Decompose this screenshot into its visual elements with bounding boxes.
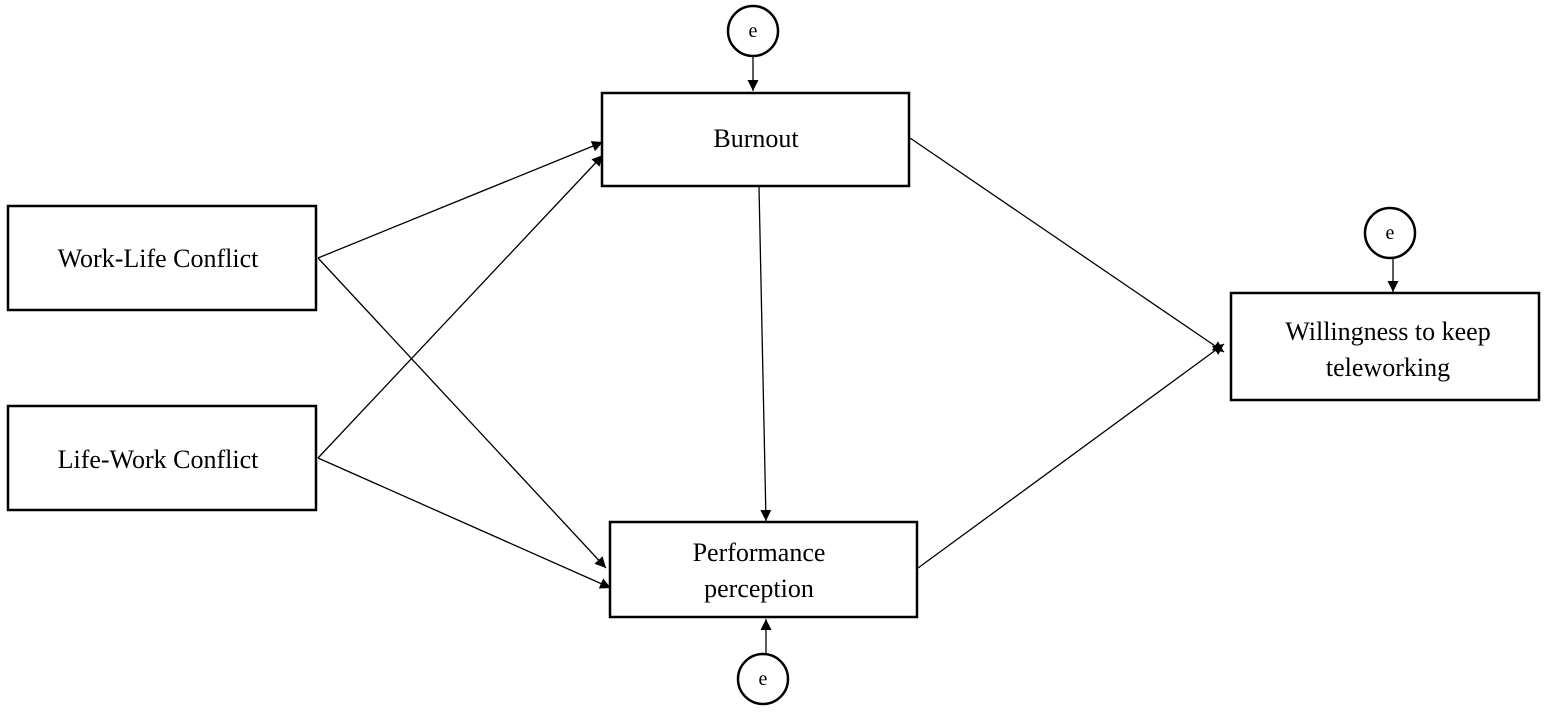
path-burnout-to-willingness: [909, 137, 1225, 353]
node-burnout-label: Burnout: [713, 124, 799, 153]
node-work-life-conflict-label: Work-Life Conflict: [58, 244, 260, 273]
node-willingness-label-line-1: Willingness to keep: [1285, 317, 1490, 346]
node-burnout: Burnout: [600, 91, 911, 188]
node-willingness-label-line-2: teleworking: [1326, 353, 1450, 382]
path-burnout-to-performance-perception: [758, 186, 772, 522]
path-performance-perception-to-willingness: [917, 343, 1225, 569]
node-willingness: Willingness to keep teleworking: [1229, 291, 1541, 402]
path-work-life-conflict-to-burnout: [317, 141, 604, 259]
node-performance-perception-label-line-2: perception: [704, 574, 814, 603]
error-term-willingness: e: [1363, 206, 1417, 260]
node-performance-perception: Performance perception: [608, 520, 919, 619]
node-life-work-conflict-label: Life-Work Conflict: [58, 445, 260, 474]
node-life-work-conflict: Life-Work Conflict: [6, 404, 318, 512]
path-work-life-conflict-to-performance-perception: [317, 257, 607, 569]
path-life-work-conflict-to-performance-perception: [317, 457, 612, 589]
error-term-burnout-label: e: [749, 20, 758, 42]
error-term-burnout: e: [726, 4, 780, 58]
node-performance-perception-label-line-1: Performance: [693, 538, 826, 567]
paths: [317, 56, 1399, 654]
error-term-performance-perception-label: e: [759, 668, 768, 690]
error-term-performance-perception: e: [736, 652, 790, 706]
path-life-work-conflict-to-burnout: [317, 154, 604, 459]
error-term-willingness-label: e: [1386, 222, 1395, 244]
node-work-life-conflict: Work-Life Conflict: [6, 204, 318, 312]
